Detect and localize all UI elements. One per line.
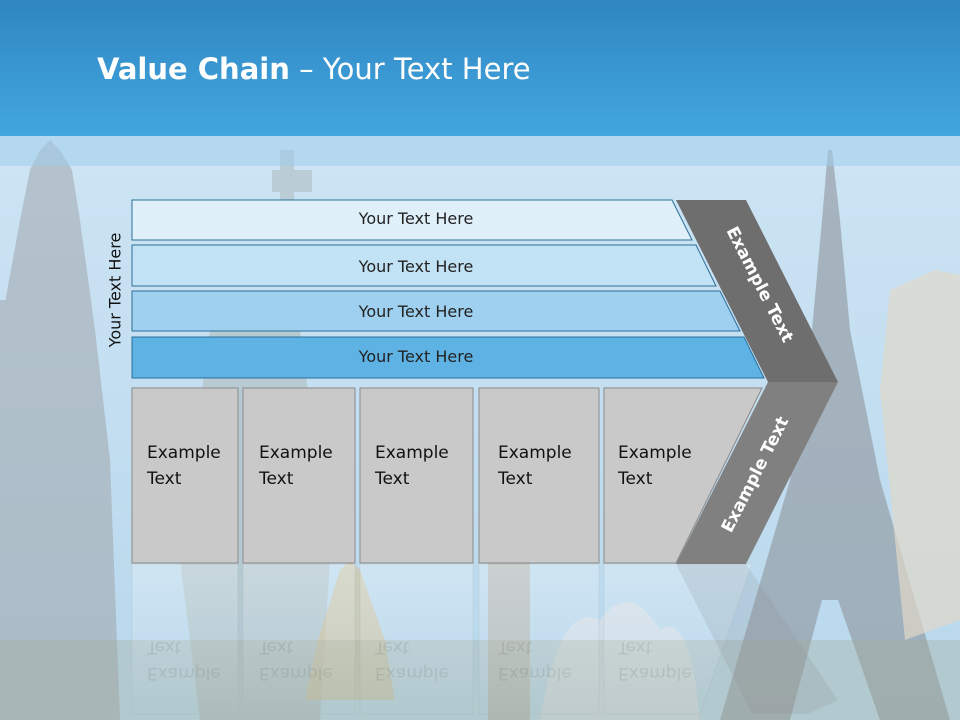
box-3[interactable] — [359, 387, 474, 564]
reflected-box-label-4b: Text — [497, 637, 533, 657]
pisa-silhouette — [880, 270, 960, 640]
reflected-box-label-5b: Text — [617, 637, 653, 657]
title-bar-band — [0, 136, 960, 166]
box-3-line-2: Text — [374, 469, 410, 489]
row-4[interactable] — [131, 336, 765, 379]
row-3-label: Your Text Here — [358, 302, 474, 321]
reflected-box-label-5: Example — [618, 663, 692, 683]
eiffel-silhouette — [720, 150, 950, 720]
box-5-line-2: Text — [617, 469, 653, 489]
slide-title-rest: – Your Text Here — [289, 52, 531, 86]
reflected-box-label-1: Example — [147, 663, 221, 683]
temple-silhouette — [0, 140, 120, 720]
box-reflection-3 — [359, 563, 474, 715]
reflected-labels: Example Text Example Text Example Text E… — [146, 637, 692, 683]
chevron-upper[interactable] — [676, 200, 838, 382]
row-4-label: Your Text Here — [358, 347, 474, 366]
row-2[interactable] — [131, 244, 717, 287]
row-3[interactable] — [131, 290, 741, 332]
box-5[interactable] — [603, 387, 763, 564]
reflected-box-label-2b: Text — [258, 637, 294, 657]
reflected-box-label-2: Example — [259, 663, 333, 683]
reflected-box-label-1b: Text — [146, 637, 182, 657]
reflected-box-label-3b: Text — [374, 637, 410, 657]
box-2-line-1: Example — [259, 443, 333, 463]
row-1-label: Your Text Here — [358, 209, 474, 228]
box-4[interactable] — [478, 387, 600, 564]
box-1-line-1: Example — [147, 443, 221, 463]
row-1[interactable] — [131, 199, 693, 241]
reflected-box-label-3: Example — [375, 663, 449, 683]
box-2-line-2: Text — [258, 469, 294, 489]
box-4-line-1: Example — [498, 443, 572, 463]
title-bar — [0, 0, 960, 136]
box-4-line-2: Text — [497, 469, 533, 489]
chevron-reflection — [676, 564, 838, 714]
box-1-line-2: Text — [146, 469, 182, 489]
box-reflection-4 — [478, 563, 600, 715]
chevron-lower[interactable] — [676, 382, 838, 564]
reflected-box-label-4: Example — [498, 663, 572, 683]
box-5-line-1: Example — [618, 443, 692, 463]
diagram-reflection: Example Text Example Text Example Text E… — [131, 563, 838, 715]
box-reflection-2 — [242, 563, 356, 715]
box-2[interactable] — [242, 387, 356, 564]
box-1[interactable] — [131, 387, 239, 564]
slide-title-bold: Value Chain — [97, 52, 290, 86]
row-2-label: Your Text Here — [358, 257, 474, 276]
box-reflection-1 — [131, 563, 239, 715]
box-3-line-1: Example — [375, 443, 449, 463]
slide-title[interactable]: Value Chain – Your Text Here — [97, 52, 531, 86]
